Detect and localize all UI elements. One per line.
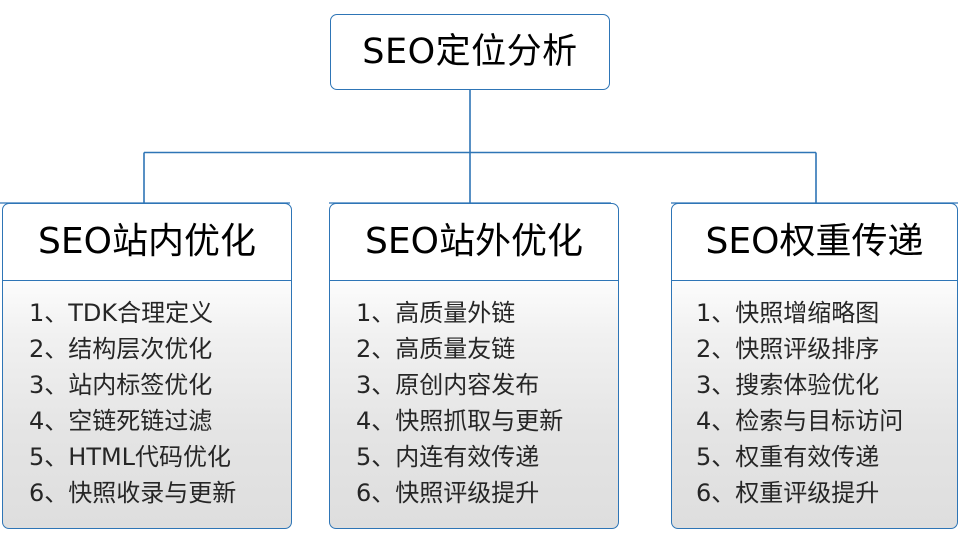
branch-column-3: SEO权重传递 1、快照增缩略图 2、快照评级排序 3、搜索体验优化 4、检索与…	[671, 203, 958, 529]
list-item: 4、检索与目标访问	[696, 407, 904, 435]
list-item: 1、高质量外链	[356, 299, 516, 327]
list-item: 1、快照增缩略图	[696, 299, 880, 327]
branch-1-header[interactable]: SEO站内优化	[2, 203, 292, 281]
branch-column-1: SEO站内优化 1、TDK合理定义 2、结构层次优化 3、站内标签优化 4、空链…	[2, 203, 292, 529]
list-item: 3、站内标签优化	[29, 371, 213, 399]
list-item: 6、权重评级提升	[696, 479, 880, 507]
list-item: 6、快照评级提升	[356, 479, 540, 507]
branch-3-header[interactable]: SEO权重传递	[671, 203, 958, 281]
list-item: 2、快照评级排序	[696, 335, 880, 363]
branch-2-body: 1、高质量外链 2、高质量友链 3、原创内容发布 4、快照抓取与更新 5、内连有…	[329, 281, 619, 529]
list-item: 4、快照抓取与更新	[356, 407, 564, 435]
list-item: 5、HTML代码优化	[29, 443, 232, 471]
branch-2-header[interactable]: SEO站外优化	[329, 203, 619, 281]
list-item: 6、快照收录与更新	[29, 479, 237, 507]
list-item: 4、空链死链过滤	[29, 407, 213, 435]
list-item: 3、原创内容发布	[356, 371, 540, 399]
branch-1-body: 1、TDK合理定义 2、结构层次优化 3、站内标签优化 4、空链死链过滤 5、H…	[2, 281, 292, 529]
branch-3-body: 1、快照增缩略图 2、快照评级排序 3、搜索体验优化 4、检索与目标访问 5、权…	[671, 281, 958, 529]
list-item: 2、结构层次优化	[29, 335, 213, 363]
branch-2-list: 1、高质量外链 2、高质量友链 3、原创内容发布 4、快照抓取与更新 5、内连有…	[330, 295, 618, 511]
list-item: 3、搜索体验优化	[696, 371, 880, 399]
list-item: 5、内连有效传递	[356, 443, 540, 471]
branch-3-title: SEO权重传递	[705, 221, 924, 262]
branch-1-list: 1、TDK合理定义 2、结构层次优化 3、站内标签优化 4、空链死链过滤 5、H…	[3, 295, 291, 511]
branch-1-title: SEO站内优化	[38, 221, 256, 262]
branch-column-2: SEO站外优化 1、高质量外链 2、高质量友链 3、原创内容发布 4、快照抓取与…	[329, 203, 619, 529]
branch-3-list: 1、快照增缩略图 2、快照评级排序 3、搜索体验优化 4、检索与目标访问 5、权…	[672, 295, 957, 511]
root-node[interactable]: SEO定位分析	[330, 14, 610, 90]
list-item: 1、TDK合理定义	[29, 299, 214, 327]
branch-2-title: SEO站外优化	[365, 221, 583, 262]
list-item: 5、权重有效传递	[696, 443, 880, 471]
root-node-title: SEO定位分析	[362, 31, 578, 72]
list-item: 2、高质量友链	[356, 335, 516, 363]
